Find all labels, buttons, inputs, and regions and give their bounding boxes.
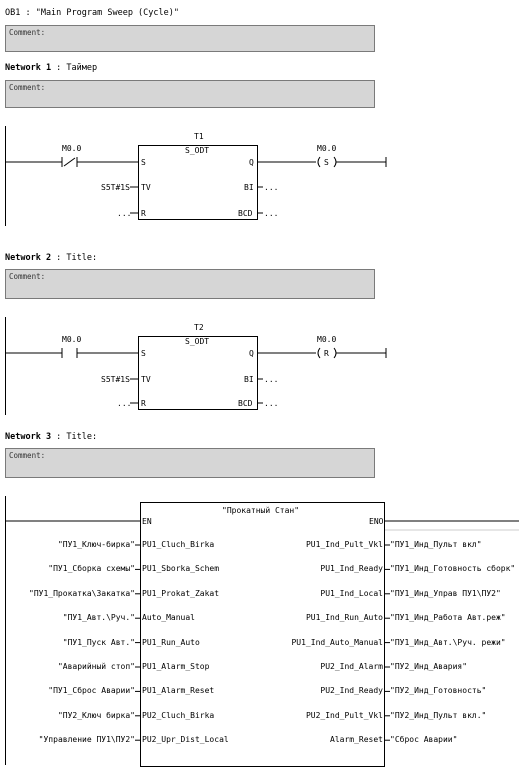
timer-type-t1: S_ODT <box>185 146 209 155</box>
bcd-output-1[interactable]: ... <box>264 209 278 218</box>
output-pin: PU2_Ind_Pult_Vkl <box>305 710 383 720</box>
input-signal[interactable]: "ПУ2_Ключ бирка" <box>57 710 135 720</box>
coil-address-1: M0.0 <box>317 144 336 153</box>
comment-label: Comment: <box>9 451 46 460</box>
input-pin: PU1_Prokat_Zakat <box>142 588 220 598</box>
pin-q: Q <box>249 158 254 167</box>
output-signal[interactable]: "ПУ1_Инд_Управ ПУ1\ПУ2" <box>390 588 501 598</box>
coil-address-2: M0.0 <box>317 335 336 344</box>
input-pin: PU1_Run_Auto <box>142 637 200 647</box>
ob-comment-field[interactable]: Comment: <box>5 25 375 52</box>
pin-tv: TV <box>141 375 151 384</box>
input-signal[interactable]: "Аварийный стоп" <box>57 662 135 671</box>
contact-no-2[interactable] <box>61 348 78 358</box>
input-pin: PU2_Upr_Dist_Local <box>142 735 229 745</box>
input-signal[interactable]: "ПУ1_Сборка схемы" <box>48 564 135 574</box>
bi-output-1[interactable]: ... <box>264 183 278 192</box>
contact-address-2: M0.0 <box>62 335 81 344</box>
network-3-header[interactable]: Network 3 : Title: <box>5 432 98 442</box>
network-3-comment-field[interactable]: Comment: <box>5 448 375 478</box>
output-signal[interactable]: "ПУ2_Инд_Готовность" <box>390 686 487 696</box>
network-title: Title: <box>66 432 98 442</box>
timer-type-t2: S_ODT <box>185 337 209 346</box>
output-pin: PU1_Ind_Local <box>320 588 383 598</box>
network-title: Таймер <box>66 63 98 73</box>
input-signal[interactable]: "Управление ПУ1\ПУ2" <box>38 735 135 745</box>
pin-bcd: BCD <box>238 399 253 408</box>
tv-value-2[interactable]: S5T#1S <box>101 375 130 384</box>
network-2-comment-field[interactable]: Comment: <box>5 269 375 299</box>
output-signal[interactable]: "ПУ2_Инд_Авария" <box>390 662 468 671</box>
ob-header: OB1 : "Main Program Sweep (Cycle)" <box>5 8 179 18</box>
pin-q: Q <box>249 349 254 358</box>
coil-symbol-1: S <box>324 158 329 167</box>
output-signal[interactable]: "ПУ1_Инд_Пульт вкл" <box>390 540 482 549</box>
contact-nc-1[interactable] <box>61 157 78 167</box>
output-pin: PU1_Ind_Auto_Manual <box>291 637 383 647</box>
pin-en: EN <box>142 517 152 526</box>
input-pin: PU1_Alarm_Reset <box>142 686 215 696</box>
network-title: Title: <box>66 253 98 263</box>
input-pin: PU1_Alarm_Stop <box>142 662 210 671</box>
input-signal[interactable]: "ПУ1_Сброс Аварии" <box>48 686 135 696</box>
contact-address-1: M0.0 <box>62 144 81 153</box>
timer-box-t1[interactable] <box>138 145 258 220</box>
timer-box-t2[interactable] <box>138 336 258 410</box>
input-pin: PU2_Cluch_Birka <box>142 710 215 720</box>
pin-bi: BI <box>244 375 254 384</box>
output-pin: PU2_Ind_Alarm <box>320 662 383 671</box>
network-2-header[interactable]: Network 2 : Title: <box>5 253 98 263</box>
pin-bi: BI <box>244 183 254 192</box>
comment-label: Comment: <box>9 83 46 92</box>
coil-symbol-2: R <box>324 349 329 358</box>
output-pin: PU1_Ind_Run_Auto <box>305 613 383 623</box>
input-signal[interactable]: "ПУ1_Пуск Авт." <box>62 637 135 647</box>
bcd-output-2[interactable]: ... <box>264 399 278 408</box>
pin-bcd: BCD <box>238 209 253 218</box>
output-signal[interactable]: "ПУ1_Инд_Авт.\Руч. режи" <box>390 637 506 647</box>
network-1-comment-field[interactable]: Comment: <box>5 80 375 108</box>
output-signal[interactable]: "ПУ1_Инд_Готовность сборк" <box>390 564 516 574</box>
output-pin: PU1_Ind_Pult_Vkl <box>305 540 383 549</box>
pin-r: R <box>141 399 146 408</box>
comment-label: Comment: <box>9 28 46 37</box>
pin-eno: ENO <box>369 517 384 526</box>
network-label: Network 3 <box>5 432 52 442</box>
input-signal[interactable]: "ПУ1_Прокатка\Закатка" <box>29 588 135 598</box>
output-signal[interactable]: "Сброс Аварии" <box>390 735 458 745</box>
output-signal[interactable]: "ПУ1_Инд_Работа Авт.реж" <box>390 613 506 623</box>
input-signal[interactable]: "ПУ1_Авт.\Руч." <box>62 613 135 623</box>
tv-value-1[interactable]: S5T#1S <box>101 183 130 192</box>
pin-s: S <box>141 349 146 358</box>
block-name: "Прокатный Стан" <box>222 506 299 515</box>
r-input-2[interactable]: ... <box>117 399 131 408</box>
network-label: Network 2 <box>5 253 52 263</box>
output-pin: PU2_Ind_Ready <box>320 686 383 696</box>
timer-name-t1: T1 <box>194 132 204 141</box>
input-pin: PU1_Sborka_Schem <box>142 564 220 574</box>
output-pin: Alarm_Reset <box>330 735 383 745</box>
comment-label: Comment: <box>9 272 46 281</box>
input-signal[interactable]: "ПУ1_Ключ-бирка" <box>57 540 135 549</box>
pin-s: S <box>141 158 146 167</box>
network-1-header[interactable]: Network 1 : Таймер <box>5 63 98 73</box>
network-label: Network 1 <box>5 63 52 73</box>
pin-tv: TV <box>141 183 151 192</box>
pin-r: R <box>141 209 146 218</box>
input-pin: PU1_Cluch_Birka <box>142 540 215 549</box>
r-input-1[interactable]: ... <box>117 209 131 218</box>
input-pin: Auto_Manual <box>142 613 195 623</box>
output-signal[interactable]: "ПУ2_Инд_Пульт вкл." <box>390 710 487 720</box>
output-pin: PU1_Ind_Ready <box>320 564 383 574</box>
bi-output-2[interactable]: ... <box>264 375 278 384</box>
timer-name-t2: T2 <box>194 323 204 332</box>
